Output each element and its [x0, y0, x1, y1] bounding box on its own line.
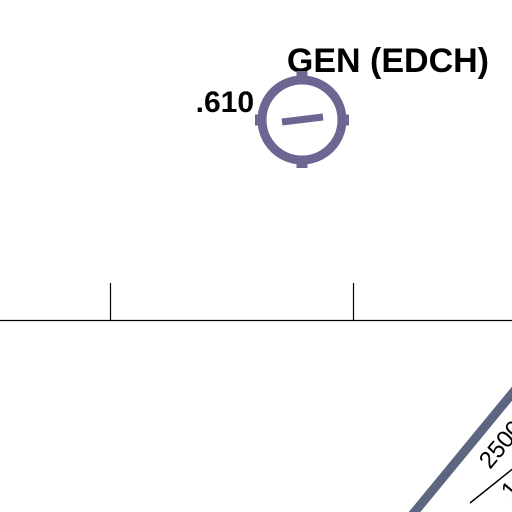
airspace-altitude-label: 2500: [474, 416, 512, 474]
airfield-icon[interactable]: [255, 71, 349, 168]
airspace-boundary: 2500 1: [408, 386, 512, 512]
airport-name-label: GEN (EDCH): [287, 42, 489, 80]
airspace-boundary-line: [408, 386, 512, 512]
reference-line-group: [0, 283, 512, 322]
airport-frequency-label: .610: [196, 86, 254, 119]
runway-bar: [281, 113, 324, 126]
